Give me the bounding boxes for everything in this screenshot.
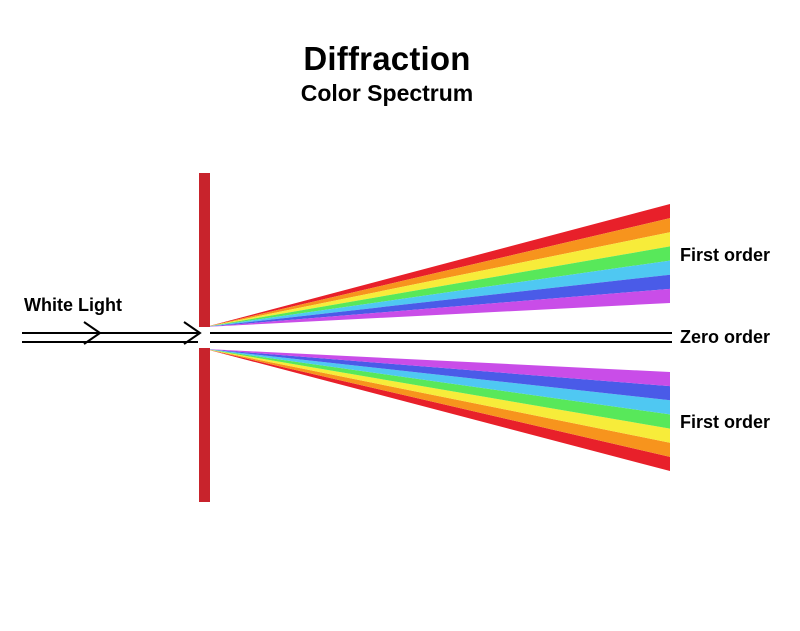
upper-band-cyan [209,260,670,327]
incident-light-rays [22,321,202,345]
grating-barrier-top [199,173,210,327]
incident-arrow-left [83,321,102,345]
grating-barrier-bottom [199,348,210,502]
zero-order-label: Zero order [680,327,771,347]
lower-band-blue [209,349,670,401]
upper-band-orange [209,218,670,327]
upper-band-violet [209,288,670,327]
lower-band-yellow [209,349,670,443]
first-order-lower-label: First order [680,412,771,432]
diagram-title: Diffraction [303,40,471,77]
upper-band-blue [209,274,670,327]
zero-order-beam [210,332,672,343]
first-order-upper-label: First order [680,245,771,265]
lower-band-violet [209,349,670,387]
lower-band-green [209,349,670,429]
lower-band-cyan [209,349,670,415]
first-order-upper-beam [209,204,670,327]
upper-band-red [209,204,670,327]
upper-band-green [209,246,670,327]
lower-band-red [209,349,670,471]
incident-arrow-right [183,321,202,345]
upper-band-yellow [209,232,670,327]
white-light-label: White Light [24,295,122,315]
first-order-lower-beam [209,349,670,471]
lower-band-orange [209,349,670,457]
diagram-subtitle: Color Spectrum [300,80,474,106]
